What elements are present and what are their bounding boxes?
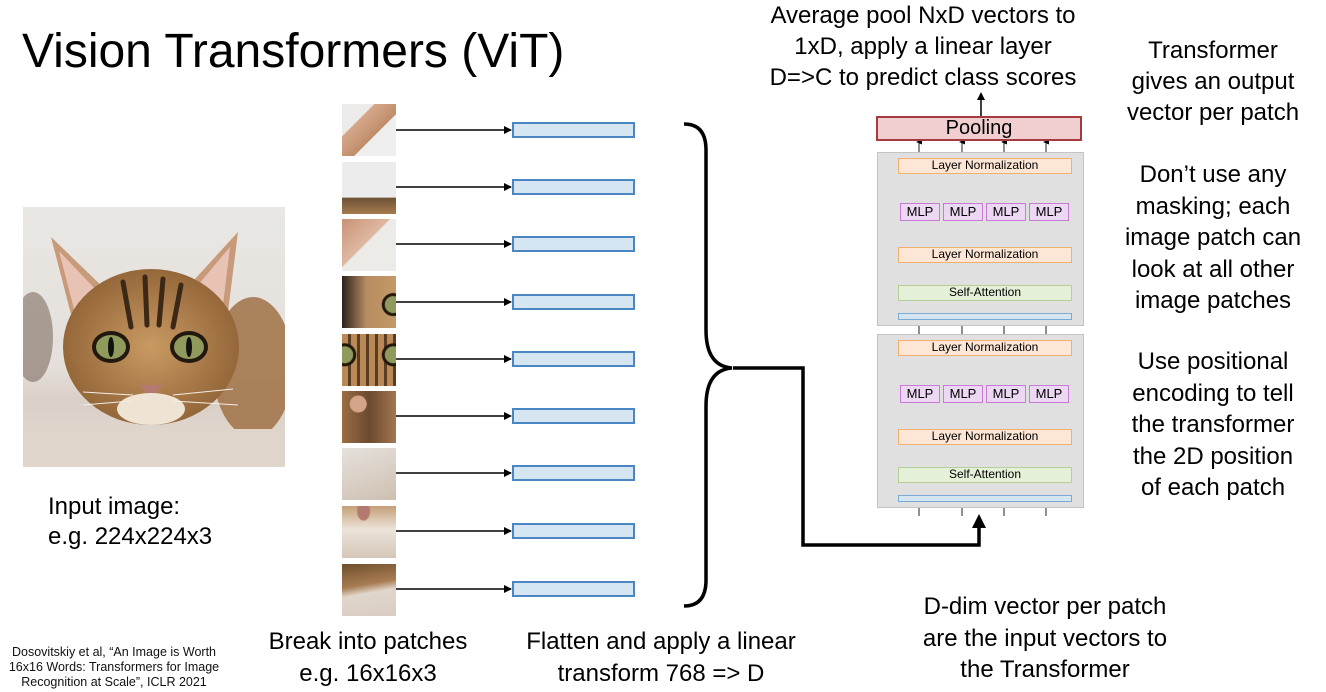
- image-patch: [342, 162, 396, 214]
- mlp-box: MLP: [900, 385, 940, 403]
- transformer-input-arrowhead: [972, 514, 986, 528]
- pool-output-arrowhead: [977, 92, 985, 100]
- patch-embedding-vector: [512, 179, 635, 195]
- patch-embedding-vector: [512, 294, 635, 310]
- image-patch: [342, 564, 396, 616]
- brace-to-transformer-connector: [733, 366, 981, 547]
- image-patch: [342, 448, 396, 500]
- patch-embedding-vector: [512, 122, 635, 138]
- note-output-per-patch: Transformer gives an output vector per p…: [1126, 37, 1300, 126]
- layer-norm-top: Layer Normalization: [898, 158, 1072, 174]
- mlp-box: MLP: [986, 203, 1026, 221]
- layer-norm-mid: Layer Normalization: [898, 429, 1072, 445]
- pooling-box: Pooling: [876, 116, 1082, 141]
- patch-embedding-vector: [512, 581, 635, 597]
- self-attention-box: Self-Attention: [898, 285, 1072, 301]
- curly-brace: [683, 122, 733, 608]
- patch-embedding-vector: [512, 408, 635, 424]
- mlp-box: MLP: [1029, 385, 1069, 403]
- pool-caption: Average pool NxD vectors to 1xD, apply a…: [769, 2, 1077, 91]
- patches-caption: Break into patches e.g. 16x16x3: [268, 628, 468, 687]
- image-patch: [342, 334, 396, 386]
- input-image-caption: Input image: e.g. 224x224x3: [48, 493, 213, 550]
- mlp-box: MLP: [986, 385, 1026, 403]
- patch-embedding-vector: [512, 351, 635, 367]
- patch-arrows: [396, 126, 512, 593]
- image-patch: [342, 506, 396, 558]
- note-no-masking: Don’t use any masking; each image patch …: [1124, 161, 1302, 314]
- block-input-bar: [898, 495, 1072, 502]
- image-patch: [342, 391, 396, 443]
- slide-title: Vision Transformers (ViT): [22, 25, 565, 78]
- input-cat-image: [13, 207, 293, 467]
- cat-illustration: [13, 207, 293, 467]
- patch-embedding-vector: [512, 465, 635, 481]
- mlp-box: MLP: [900, 203, 940, 221]
- mlp-box: MLP: [943, 203, 983, 221]
- patch-embedding-vector: [512, 236, 635, 252]
- block-input-bar: [898, 313, 1072, 320]
- citation: Dosovitskiy et al, “An Image is Worth 16…: [8, 645, 220, 689]
- layer-norm-top: Layer Normalization: [898, 340, 1072, 356]
- mlp-box: MLP: [1029, 203, 1069, 221]
- image-patch: [342, 104, 396, 156]
- note-positional-encoding: Use positional encoding to tell the tran…: [1131, 348, 1295, 501]
- self-attention-box: Self-Attention: [898, 467, 1072, 483]
- image-patch: [342, 219, 396, 271]
- mlp-box: MLP: [943, 385, 983, 403]
- layer-norm-mid: Layer Normalization: [898, 247, 1072, 263]
- flatten-caption: Flatten and apply a linear transform 768…: [526, 628, 796, 687]
- dvec-caption: D-dim vector per patch are the input vec…: [922, 593, 1168, 683]
- patch-embedding-vector: [512, 523, 635, 539]
- image-patch: [342, 276, 396, 328]
